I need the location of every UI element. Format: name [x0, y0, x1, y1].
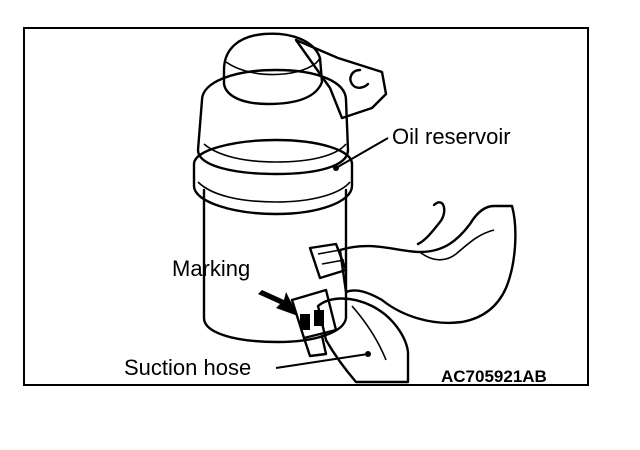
figure-code: AC705921AB	[441, 367, 547, 386]
oil-reservoir-body	[192, 32, 354, 344]
figure-frame	[23, 27, 589, 386]
suction-hose-leader	[275, 353, 369, 369]
suction-hose	[290, 288, 410, 384]
marking-arrow	[258, 290, 298, 316]
oil-reservoir-label: Oil reservoir	[392, 124, 511, 149]
return-hose	[308, 201, 517, 324]
mounting-bracket	[294, 38, 388, 120]
suction-hose-label: Suction hose	[124, 355, 251, 380]
marking-label: Marking	[172, 256, 250, 281]
oil-reservoir-leader	[335, 137, 389, 169]
